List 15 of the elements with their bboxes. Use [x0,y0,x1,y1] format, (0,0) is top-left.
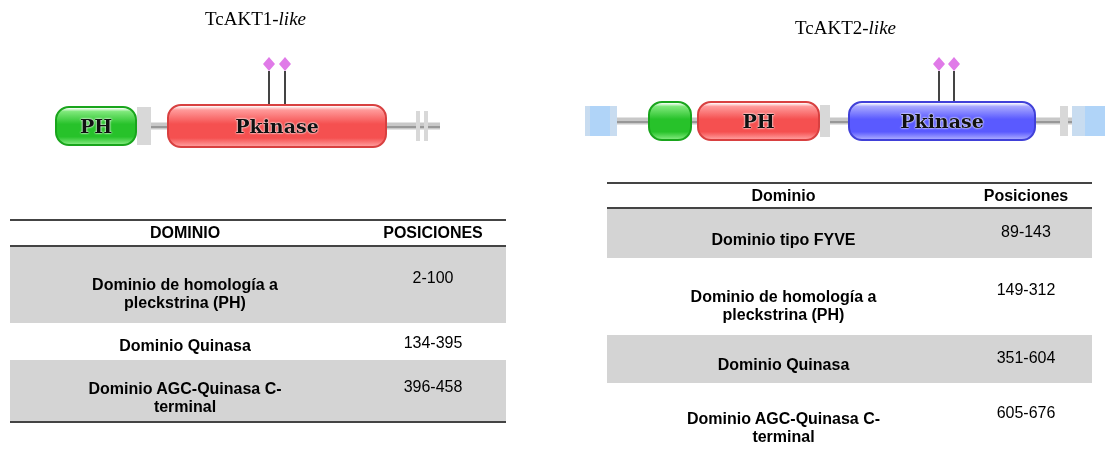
protein-name: TcAKT1-like [205,8,307,30]
table-cell: 89-143 [960,208,1092,258]
table-cell: Dominio tipo FYVE [607,208,960,258]
table-cell: 2-100 [360,246,506,323]
domain-pill: PH [697,101,820,141]
domain-pill: PH [55,106,137,146]
table-cell: 396-458 [360,360,506,421]
domain-pill [648,101,692,141]
table-cell: 351-604 [960,335,1092,383]
domain-pill: Pkinase [167,104,387,148]
table-cell: Dominio de homología a pleckstrina (PH) [10,246,360,323]
protein-name: TcAKT2-like [795,17,897,39]
table-cell: Dominio Quinasa [607,335,960,383]
domain-pill: Pkinase [848,101,1036,141]
table-cell: Dominio AGC-Quinasa C-terminal [10,360,360,421]
